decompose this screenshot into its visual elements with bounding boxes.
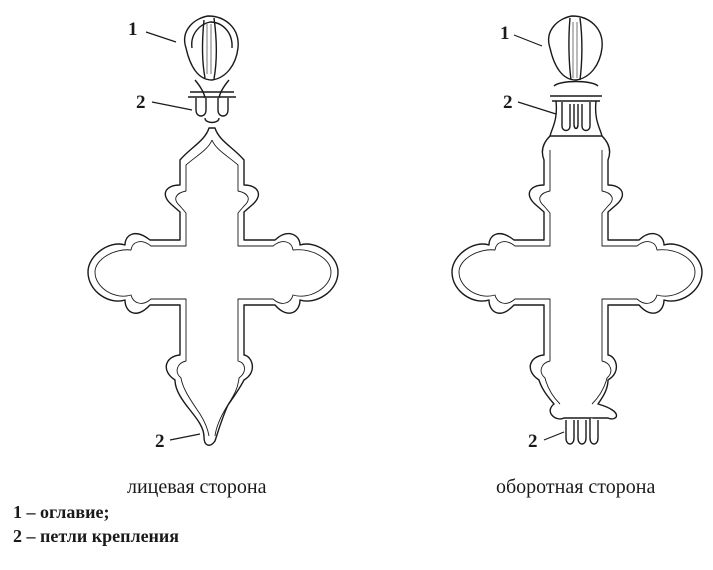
back-callout-loop-upper: 2 xyxy=(503,92,513,113)
back-leader-2-upper xyxy=(517,101,557,115)
front-leader-2-lower xyxy=(169,433,201,441)
back-leader-2-lower xyxy=(543,431,565,441)
front-callout-loop-lower: 2 xyxy=(155,431,165,452)
front-callout-loop-upper: 2 xyxy=(136,92,146,113)
front-callout-cap: 1 xyxy=(128,19,138,40)
legend-item-cap: 1 – оглавие; xyxy=(13,502,110,522)
leader-lines xyxy=(145,31,565,441)
back-cap xyxy=(547,15,603,137)
back-callout-loop-lower: 2 xyxy=(528,431,538,452)
front-cap xyxy=(183,15,239,124)
back-caption: оборотная сторона xyxy=(496,476,656,498)
back-cross xyxy=(451,15,703,445)
front-caption: лицевая сторона xyxy=(127,476,267,498)
legend-item-loops: 2 – петли крепления xyxy=(13,526,180,546)
back-callout-cap: 1 xyxy=(500,23,510,44)
front-leader-1 xyxy=(145,31,177,43)
front-leader-2-upper xyxy=(151,101,193,111)
back-lower-loops xyxy=(565,418,599,445)
front-cross xyxy=(87,15,339,446)
back-leader-1 xyxy=(513,34,543,47)
